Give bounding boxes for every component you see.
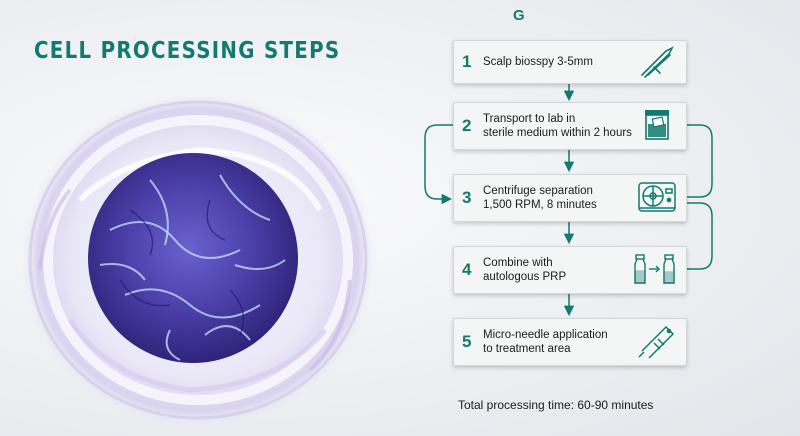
step-line-1: Transport to lab in: [483, 113, 576, 125]
vials-transfer-icon: [634, 254, 675, 284]
page-title: CELL PROCESSING STEPS: [34, 38, 341, 64]
step-number: 2: [462, 116, 472, 135]
loop-left-2-3: [424, 124, 453, 205]
cell-illustration: [20, 92, 376, 428]
step-number: 1: [462, 52, 472, 71]
step-3-card: 3 Centrifuge separation 1,500 RPM, 8 min…: [453, 174, 687, 222]
step-text: Scalp biosspy 3-5mm: [483, 55, 633, 69]
step-text: Centrifuge separation 1,500 RPM, 8 minut…: [483, 184, 633, 212]
step-2-card: 2 Transport to lab in sterile medium wit…: [453, 102, 687, 150]
step-line-2: to treatment area: [483, 343, 571, 355]
step-1-card: 1 Scalp biosspy 3-5mm: [453, 40, 687, 84]
loop-right-3-4: [686, 202, 713, 270]
step-line-2: 1,500 RPM, 8 minutes: [483, 199, 597, 211]
total-processing-time: Total processing time: 60-90 minutes: [458, 398, 654, 412]
step-line-2: sterile medium within 2 hours: [483, 127, 632, 139]
step-number: 5: [462, 332, 472, 351]
step-text: Combine with autologous PRP: [483, 256, 633, 284]
corner-label: G: [513, 7, 525, 24]
step-line-1: Combine with: [483, 257, 553, 269]
step-number: 4: [462, 260, 472, 279]
loop-right-2-3: [685, 124, 713, 198]
step-number: 3: [462, 188, 472, 207]
step-4-card: 4 Combine with autologous PRP: [453, 246, 687, 294]
step-text: Transport to lab in sterile medium withi…: [483, 112, 648, 140]
step-line-2: autologous PRP: [483, 271, 567, 283]
scalpel-icon: [641, 46, 674, 78]
step-line-1: Centrifuge separation: [483, 185, 593, 197]
step-line-1: Scalp biosspy 3-5mm: [483, 56, 593, 68]
step-5-card: 5 Micro-needle application to treatment …: [453, 318, 687, 366]
step-line-1: Micro-needle application: [483, 329, 608, 341]
centrifuge-icon: [638, 182, 676, 212]
step-text: Micro-needle application to treatment ar…: [483, 328, 653, 356]
specimen-container-icon: [645, 110, 669, 140]
microneedle-pen-icon: [638, 325, 675, 359]
